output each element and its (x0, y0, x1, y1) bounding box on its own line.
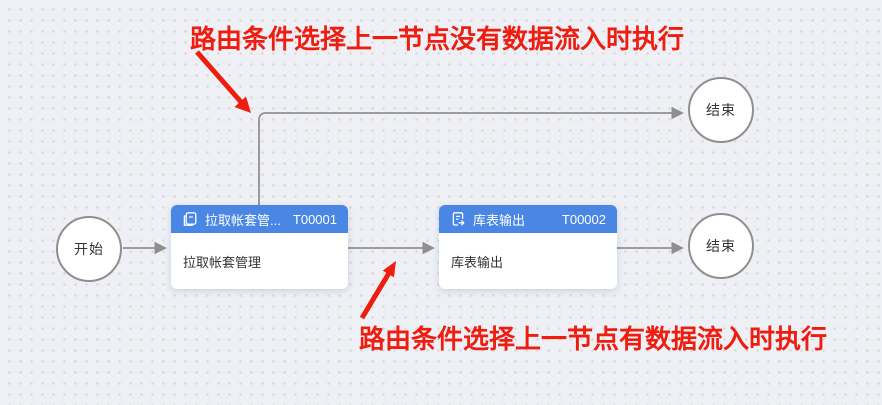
annotation-arrow-bottom (359, 261, 396, 320)
end-node-bottom[interactable]: 结束 (688, 213, 754, 279)
task-body-label: 库表输出 (451, 254, 504, 270)
start-node[interactable]: 开始 (56, 216, 122, 282)
task-node-header[interactable]: 库表输出 T00002 (439, 205, 617, 233)
task-node-table-output[interactable]: 库表输出 T00002 库表输出 (439, 205, 617, 289)
start-node-label: 开始 (74, 241, 104, 257)
task-id: T00002 (561, 211, 606, 227)
task-node-pull-account[interactable]: 拉取帐套管... T00001 拉取帐套管理 (171, 205, 348, 289)
task-body-label: 拉取帐套管理 (183, 254, 262, 270)
connector-task1-to-end-top (258, 106, 684, 205)
task-title: 拉取帐套管... (205, 212, 281, 228)
document-copy-icon (182, 211, 198, 227)
task-node-body[interactable]: 库表输出 (439, 233, 617, 289)
end-node-top[interactable]: 结束 (688, 77, 754, 143)
end-node-label: 结束 (706, 102, 736, 118)
task-title: 库表输出 (473, 212, 526, 228)
end-node-label: 结束 (706, 238, 736, 254)
annotation-has-data-route: 路由条件选择上一节点有数据流入时执行 (359, 324, 828, 354)
task-node-body[interactable]: 拉取帐套管理 (171, 233, 348, 289)
annotation-no-data-route: 路由条件选择上一节点没有数据流入时执行 (190, 24, 685, 54)
annotation-arrow-top (195, 50, 251, 113)
task-id: T00001 (292, 211, 337, 227)
document-export-icon (450, 211, 466, 227)
task-node-header[interactable]: 拉取帐套管... T00001 (171, 205, 348, 233)
